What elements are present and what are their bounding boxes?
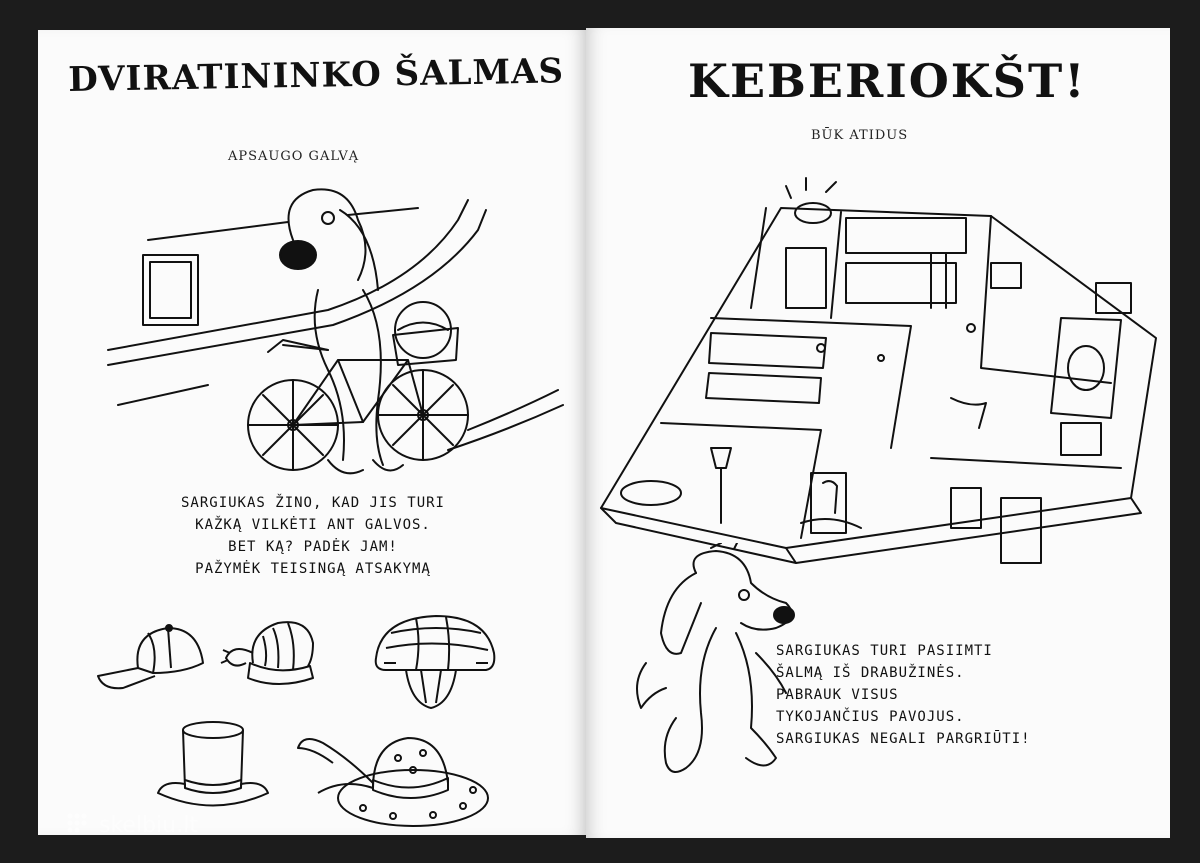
sun-hat-icon[interactable] — [293, 718, 493, 833]
knit-hat-icon[interactable] — [218, 608, 328, 693]
house-cutaway-illustration — [600, 177, 1157, 564]
instruction-line: SARGIUKAS NEGALI PARGRIŪTI! — [776, 731, 1031, 747]
watermark-text: skelbiu.lt — [99, 813, 198, 838]
top-hat-icon[interactable] — [153, 718, 273, 818]
watermark-dots-icon — [66, 812, 88, 840]
bicycle-helmet-icon[interactable] — [366, 608, 506, 718]
instruction-line: ŠALMĄ IŠ DRABUŽINĖS. — [776, 665, 965, 681]
right-page: KEBERIOKŠT! BŪK ATIDUS — [586, 28, 1170, 838]
left-page: DVIRATININKO ŠALMAS APSAUGO GALVĄ — [38, 30, 586, 838]
instruction-line: PABRAUK VISUS — [776, 687, 899, 703]
right-page-instructions: SARGIUKAS TURI PASIIMTI ŠALMĄ IŠ DRABUŽI… — [776, 640, 1136, 750]
right-page-title: KEBERIOKŠT! — [688, 54, 1087, 108]
instruction-line: SARGIUKAS TURI PASIIMTI — [776, 643, 993, 659]
left-page-caption: APSAUGO GALVĄ — [228, 149, 360, 164]
dog-walking-illustration — [636, 543, 795, 773]
right-page-caption: BŪK ATIDUS — [811, 128, 909, 143]
left-page-title: DVIRATININKO ŠALMAS — [68, 51, 565, 100]
dog-on-bicycle-illustration — [107, 188, 564, 475]
baseball-cap-icon[interactable] — [93, 618, 213, 698]
watermark: skelbiu.lt — [66, 812, 198, 840]
instruction-line: SARGIUKAS ŽINO, KAD JIS TURI — [180, 495, 445, 511]
left-page-instructions: SARGIUKAS ŽINO, KAD JIS TURI KAŽKĄ VILKĖ… — [133, 492, 493, 580]
instruction-line: KAŽKĄ VILKĖTI ANT GALVOS. — [195, 517, 431, 533]
instruction-line: TYKOJANČIUS PAVOJUS. — [776, 709, 965, 725]
instruction-line: BET KĄ? PADĖK JAM! — [228, 539, 398, 555]
instruction-line: PAŽYMĖK TEISINGĄ ATSAKYMĄ — [195, 561, 431, 577]
